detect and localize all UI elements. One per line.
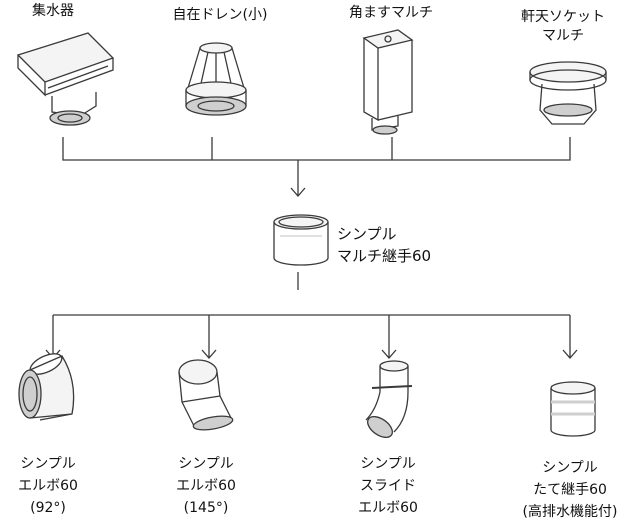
free-drain-drawing	[185, 42, 247, 116]
label-square-multi: 角ますマルチ	[349, 5, 433, 21]
eave-socket-drawing	[529, 61, 607, 125]
elbow-145-drawing	[178, 359, 234, 431]
label-free-drain: 自在ドレン(小)	[172, 7, 268, 23]
vertical-joint-drawing	[550, 381, 596, 437]
slide-elbow-drawing	[365, 360, 413, 439]
label-multi-joint: シンプル マルチ継手60	[337, 225, 432, 265]
label-eave-socket: 軒天ソケット マルチ	[521, 9, 605, 44]
label-slide-elbow: シンプル スライド エルボ60	[358, 456, 418, 516]
connector-lines	[45, 137, 578, 359]
square-multi-drawing	[362, 29, 414, 135]
label-elbow-145: シンプル エルボ60 (145°)	[176, 456, 236, 516]
multi-joint-drawing	[273, 214, 329, 266]
label-vertical-joint: シンプル たて継手60 (高排水機能付)	[522, 460, 618, 520]
collector-drawing	[16, 32, 115, 126]
label-collector: 集水器	[32, 3, 74, 19]
elbow-92-drawing	[18, 353, 75, 421]
label-elbow-92: シンプル エルボ60 (92°)	[18, 456, 78, 516]
